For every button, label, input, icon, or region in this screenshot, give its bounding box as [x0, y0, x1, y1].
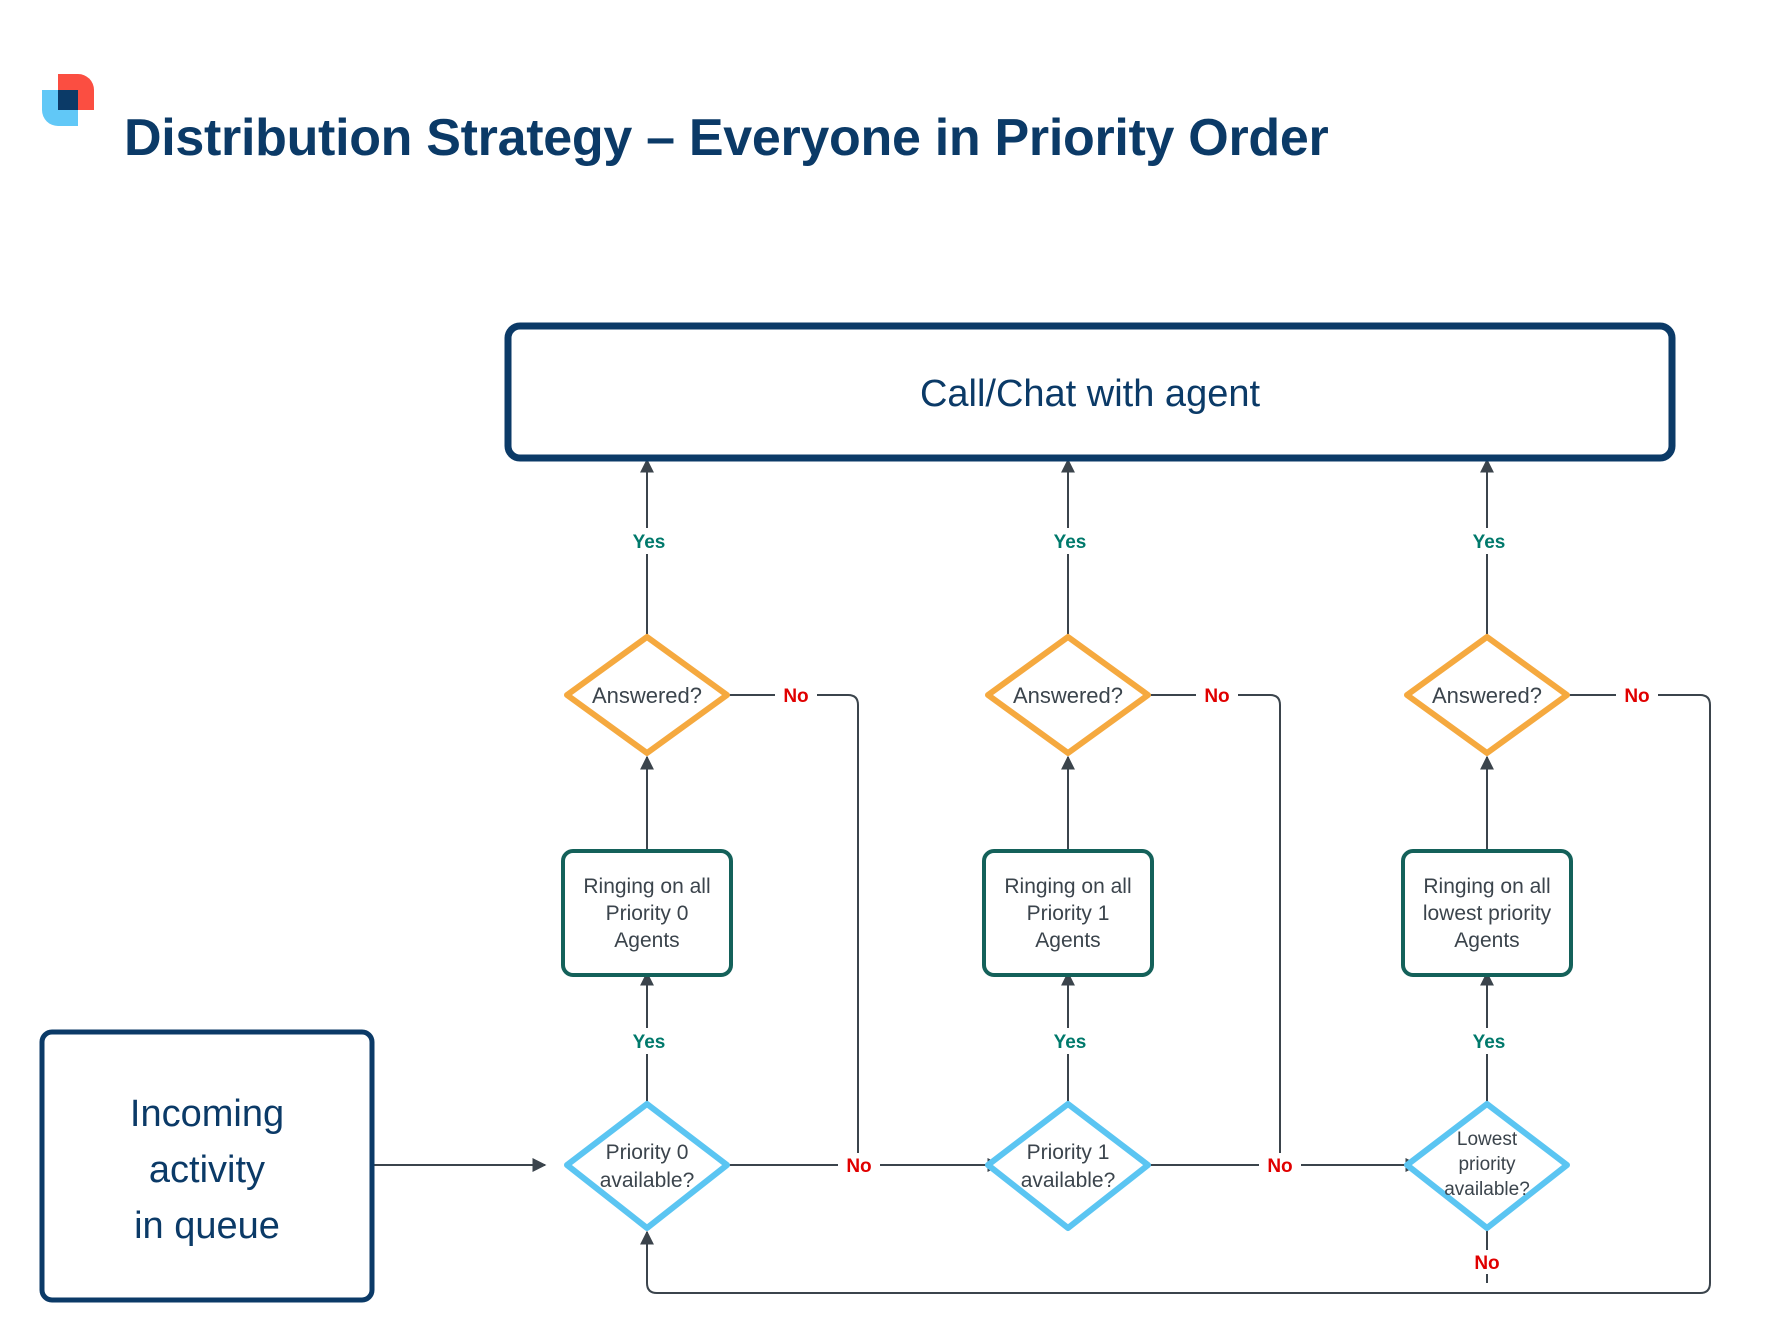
label-bg	[775, 683, 817, 707]
label-bg	[622, 528, 676, 554]
page-title: Distribution Strategy – Everyone in Prio…	[124, 109, 1329, 167]
ringing-1-line1: Ringing on all	[1004, 875, 1131, 898]
logo-navy-square	[58, 90, 78, 110]
node-ringing-1[interactable]: Ringing on all Priority 1 Agents	[982, 849, 1154, 977]
avail-1-line2: available?	[1021, 1169, 1116, 1192]
node-call-chat-with-agent[interactable]: Call/Chat with agent	[504, 322, 1676, 462]
ringing-1-line3: Agents	[1035, 929, 1100, 952]
label-bg	[1259, 1153, 1301, 1177]
avail-0-diamond[interactable]	[564, 1101, 730, 1231]
label-no-answered-0: No	[783, 686, 808, 707]
ringing-0-line3: Agents	[614, 929, 679, 952]
answered-1-diamond[interactable]	[985, 634, 1151, 756]
call-chat-box[interactable]	[504, 322, 1676, 462]
avail-2-line1: Lowest	[1457, 1129, 1518, 1150]
node-avail-1[interactable]: Priority 1 available?	[985, 1101, 1151, 1231]
label-yes-avail-0: Yes	[633, 1032, 666, 1053]
label-bg	[1462, 528, 1516, 554]
ringing-2-line1: Ringing on all	[1423, 875, 1550, 898]
avail-2-line2: priority	[1458, 1154, 1516, 1175]
label-yes-avail-1: Yes	[1054, 1032, 1087, 1053]
ringing-0-line2: Priority 0	[606, 902, 689, 925]
incoming-activity-box[interactable]	[39, 1029, 375, 1303]
label-yes-avail-2: Yes	[1473, 1032, 1506, 1053]
node-ringing-2[interactable]: Ringing on all lowest priority Agents	[1401, 849, 1573, 977]
node-ringing-0[interactable]: Ringing on all Priority 0 Agents	[561, 849, 733, 977]
edge-label-layer: Yes Yes Yes Yes Yes Yes No No No No No N…	[622, 528, 1658, 1274]
label-bg	[1466, 1250, 1508, 1274]
incoming-activity-line3: in queue	[134, 1205, 280, 1247]
node-answered-2[interactable]: Answered?	[1404, 634, 1570, 756]
label-yes-answered-2: Yes	[1473, 532, 1506, 553]
incoming-activity-line1: Incoming	[130, 1093, 284, 1135]
node-answered-1[interactable]: Answered?	[985, 634, 1151, 756]
label-no-avail-1: No	[1267, 1156, 1292, 1177]
label-bg	[1196, 683, 1238, 707]
ringing-2-box[interactable]	[1401, 849, 1573, 977]
ringing-2-line2: lowest priority	[1423, 902, 1552, 925]
answered-0-diamond[interactable]	[564, 634, 730, 756]
label-bg	[838, 1153, 880, 1177]
edge-answered1-no	[1148, 694, 1281, 1165]
ringing-0-line1: Ringing on all	[583, 875, 710, 898]
call-chat-label: Call/Chat with agent	[920, 373, 1261, 415]
incoming-activity-line2: activity	[149, 1149, 265, 1191]
label-bg	[1043, 1028, 1097, 1054]
label-yes-answered-0: Yes	[633, 532, 666, 553]
answered-2-label: Answered?	[1432, 683, 1542, 708]
label-bg	[622, 1028, 676, 1054]
answered-2-diamond[interactable]	[1404, 634, 1570, 756]
avail-2-diamond[interactable]	[1404, 1101, 1570, 1231]
label-bg	[1462, 1028, 1516, 1054]
node-incoming-activity[interactable]: Incoming activity in queue	[39, 1029, 375, 1303]
edge-answered0-no	[727, 694, 859, 1165]
label-yes-answered-1: Yes	[1054, 532, 1087, 553]
label-no-answered-1: No	[1204, 686, 1229, 707]
edge-answered2-no-loopback	[640, 694, 1711, 1294]
ringing-1-line2: Priority 1	[1027, 902, 1110, 925]
avail-1-line1: Priority 1	[1027, 1141, 1110, 1164]
label-no-avail-2: No	[1474, 1253, 1499, 1274]
answered-1-label: Answered?	[1013, 683, 1123, 708]
ringing-1-box[interactable]	[982, 849, 1154, 977]
avail-0-line1: Priority 0	[606, 1141, 689, 1164]
answered-0-label: Answered?	[592, 683, 702, 708]
label-bg	[1043, 528, 1097, 554]
avail-1-diamond[interactable]	[985, 1101, 1151, 1231]
ringing-2-line3: Agents	[1454, 929, 1519, 952]
brand-logo	[42, 74, 94, 126]
label-no-answered-2: No	[1624, 686, 1649, 707]
ringing-0-box[interactable]	[561, 849, 733, 977]
node-answered-0[interactable]: Answered?	[564, 634, 730, 756]
label-bg	[1616, 683, 1658, 707]
node-avail-2[interactable]: Lowest priority available?	[1404, 1101, 1570, 1231]
avail-0-line2: available?	[600, 1169, 695, 1192]
node-avail-0[interactable]: Priority 0 available?	[564, 1101, 730, 1231]
avail-2-line3: available?	[1444, 1179, 1530, 1200]
label-no-avail-0: No	[846, 1156, 871, 1177]
